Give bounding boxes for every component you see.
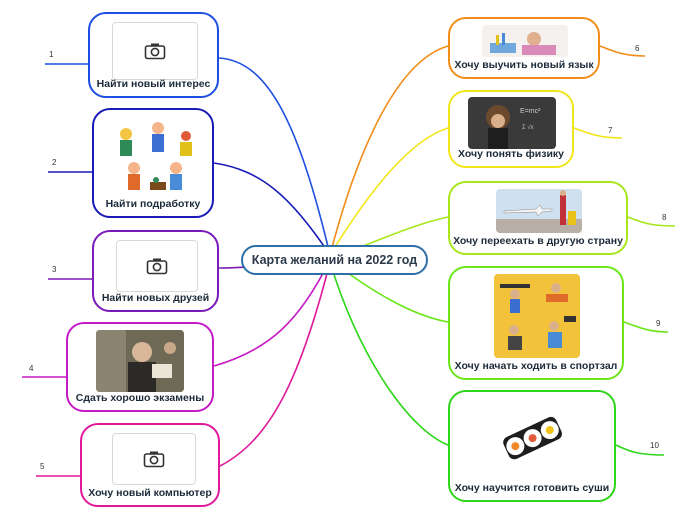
node-5-number: 5 xyxy=(40,462,45,471)
girl-studying-photo-icon xyxy=(482,25,568,57)
node-8[interactable]: Хочу переехать в другую страну xyxy=(448,181,628,255)
node-5[interactable]: Хочу новый компьютер xyxy=(80,423,220,507)
node-3-number: 3 xyxy=(52,265,57,274)
node-2-label: Найти подработку xyxy=(105,198,201,210)
node-6-number: 6 xyxy=(635,44,640,53)
node-6-label: Хочу выучить новый язык xyxy=(454,59,594,71)
connector-2 xyxy=(48,162,331,256)
connector-7 xyxy=(329,127,623,256)
node-3-label: Найти новых друзей xyxy=(101,292,210,304)
node-2[interactable]: Найти подработку xyxy=(92,108,214,218)
kid-blackboard-photo-icon: E=mc² Σ √x xyxy=(468,97,556,149)
node-1-number: 1 xyxy=(49,50,54,59)
node-1[interactable]: Найти новый интерес xyxy=(88,12,219,98)
connector-5 xyxy=(36,261,331,477)
node-7-number: 7 xyxy=(608,126,613,135)
connector-1 xyxy=(45,57,331,256)
node-4[interactable]: Сдать хорошо экзамены xyxy=(66,322,214,412)
node-2-number: 2 xyxy=(52,158,57,167)
node-6[interactable]: Хочу выучить новый язык xyxy=(448,17,600,79)
connector-10 xyxy=(329,261,665,456)
node-1-label: Найти новый интерес xyxy=(96,78,211,90)
node-7-label: Хочу понять физику xyxy=(457,148,565,160)
node-10-number: 10 xyxy=(650,441,659,450)
node-7[interactable]: E=mc² Σ √x Хочу понять физику xyxy=(448,90,574,168)
svg-text:E=mc²: E=mc² xyxy=(520,108,541,115)
kids-gardening-illustration-icon xyxy=(106,116,202,198)
node-4-number: 4 xyxy=(29,364,34,373)
central-topic[interactable]: Карта желаний на 2022 год xyxy=(241,245,428,275)
node-10[interactable]: Хочу научится готовить суши xyxy=(448,390,616,502)
camera-placeholder-icon xyxy=(112,22,198,80)
camera-placeholder-icon xyxy=(112,433,196,485)
svg-text:Σ √x: Σ √x xyxy=(522,124,534,131)
node-9[interactable]: Хочу начать ходить в спортзал xyxy=(448,266,624,380)
gym-exercises-illustration-icon xyxy=(494,274,580,358)
central-topic-title: Карта желаний на 2022 год xyxy=(251,253,418,267)
sushi-rolls-illustration-icon xyxy=(490,398,576,480)
node-8-number: 8 xyxy=(662,213,667,222)
node-10-label: Хочу научится готовить суши xyxy=(454,482,610,494)
node-5-label: Хочу новый компьютер xyxy=(88,487,212,499)
student-photo-icon xyxy=(96,330,184,392)
connector-4 xyxy=(22,259,331,378)
camera-placeholder-icon xyxy=(116,240,198,292)
node-3[interactable]: Найти новых друзей xyxy=(92,230,219,312)
node-9-label: Хочу начать ходить в спортзал xyxy=(454,360,618,372)
airport-travel-photo-icon xyxy=(496,189,582,233)
connector-6 xyxy=(329,45,646,256)
node-8-label: Хочу переехать в другую страну xyxy=(453,235,623,247)
node-9-number: 9 xyxy=(656,319,661,328)
node-4-label: Сдать хорошо экзамены xyxy=(75,392,205,404)
